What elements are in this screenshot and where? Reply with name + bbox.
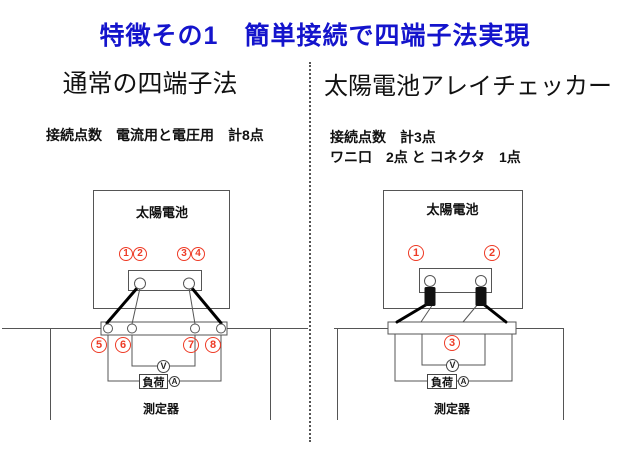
left-bar-terminal-6 xyxy=(127,323,137,334)
terminal-number-5: 5 xyxy=(91,337,107,353)
terminal-number-6: 6 xyxy=(115,337,131,353)
right-load-wire-b xyxy=(457,334,513,382)
right-current-lead-1 xyxy=(395,301,431,324)
left-bar-terminal-5 xyxy=(103,323,113,334)
terminal-number-2: 2 xyxy=(133,247,147,261)
left-panel-header: 通常の四端子法 xyxy=(62,70,238,98)
alligator-clip-left xyxy=(424,287,436,306)
right-circuit xyxy=(334,190,564,420)
left-solar-box xyxy=(93,190,230,309)
right-panel-terminal-a xyxy=(424,275,436,287)
right-solar-box xyxy=(383,190,523,309)
right-junction-box xyxy=(419,268,492,293)
terminal-number-3: 3 xyxy=(177,247,191,261)
right-load-wire-a xyxy=(394,334,427,382)
terminal-number-1: 1 xyxy=(119,247,133,261)
left-panel-terminal-b xyxy=(183,277,195,290)
left-terminal-numbers-12: 1 2 xyxy=(119,247,147,261)
left-panel-terminal-a xyxy=(134,277,146,290)
left-solar-panel-label: 太陽電池 xyxy=(135,205,188,220)
right-sense-lead-1 xyxy=(420,303,434,323)
left-ammeter-icon: A xyxy=(169,376,180,387)
left-bar-terminal-8 xyxy=(216,323,226,334)
left-voltmeter-icon: V xyxy=(157,360,170,373)
right-load-box: 負荷 xyxy=(427,374,457,389)
right-panel-header: 太陽電池アレイチェッカー xyxy=(324,73,612,100)
left-connection-note: 接続点数 電流用と電圧用 計8点 xyxy=(46,127,264,143)
terminal-number-8: 8 xyxy=(205,337,221,353)
left-load-wire-b xyxy=(168,335,222,382)
right-voltmeter-icon: V xyxy=(446,359,459,372)
left-load-box: 負荷 xyxy=(139,374,168,389)
left-terminal-bar xyxy=(100,321,228,336)
terminal-number-7: 7 xyxy=(183,337,199,353)
left-current-lead-1 xyxy=(105,285,140,325)
left-bar-terminal-7 xyxy=(190,323,200,334)
right-terminal-number-2: 2 xyxy=(484,245,500,261)
right-sense-lead-2 xyxy=(462,303,479,323)
right-panel-terminal-b xyxy=(475,275,487,287)
right-solar-panel-label: 太陽電池 xyxy=(426,202,479,217)
left-junction-box xyxy=(128,270,202,291)
panel-divider xyxy=(309,62,311,442)
right-measuring-instrument-label: 測定器 xyxy=(433,402,470,416)
left-sense-lead-2 xyxy=(188,287,196,325)
right-ammeter-icon: A xyxy=(458,376,469,387)
left-measuring-instrument-label: 測定器 xyxy=(142,402,179,416)
left-load-wire-a xyxy=(107,335,139,382)
right-terminal-number-1: 1 xyxy=(408,245,424,261)
left-circuit xyxy=(2,190,308,420)
left-current-lead-2 xyxy=(189,285,223,325)
alligator-clip-right xyxy=(475,287,487,306)
right-terminal-number-3: 3 xyxy=(444,335,460,351)
right-connection-note-1: 接続点数 計3点 xyxy=(330,129,436,145)
terminal-number-4: 4 xyxy=(191,247,205,261)
page-title: 特徴その1 簡単接続で四端子法実現 xyxy=(99,22,531,50)
right-connection-note-2: ワニ口 2点 と コネクタ 1点 xyxy=(330,149,521,165)
left-terminal-numbers-34: 3 4 xyxy=(177,247,205,261)
left-sense-lead-1 xyxy=(131,287,141,325)
right-current-lead-2 xyxy=(480,301,508,324)
right-connector-bar xyxy=(387,321,517,335)
